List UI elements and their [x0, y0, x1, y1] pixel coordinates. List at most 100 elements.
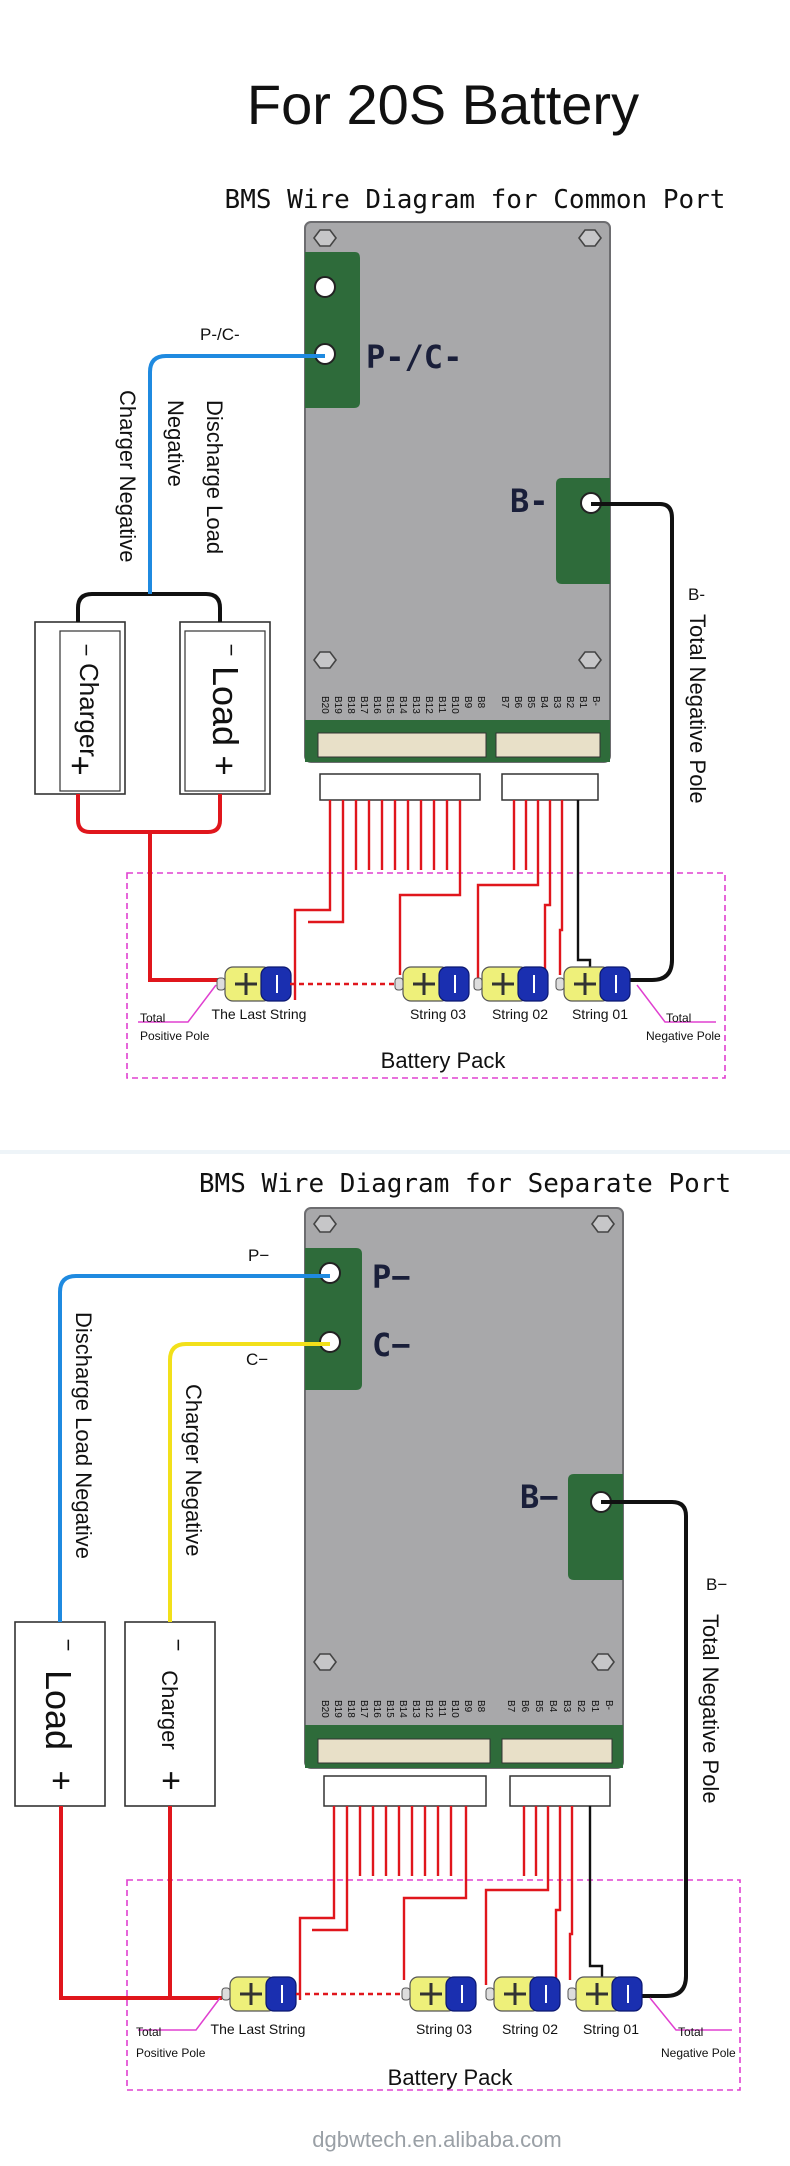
battery-cell [401, 1976, 477, 2012]
pin-label: B10 [449, 696, 460, 714]
pin-label: B9 [462, 1700, 473, 1713]
pin-label: B7 [499, 696, 510, 709]
pin-label: B7 [505, 1700, 516, 1713]
total-negative-pointer [636, 984, 716, 1023]
plug-left [319, 773, 481, 801]
total-pos-2-2: Positive Pole [136, 2046, 206, 2060]
pin-label: B6 [512, 696, 523, 709]
label-string-01-2: String 01 [583, 2021, 639, 2037]
separate-port-diagram: BMS Wire Diagram for Separate Port P− C−… [14, 1169, 741, 2091]
battery-cell [567, 1976, 643, 2012]
negative-join-wire [76, 592, 222, 622]
pin-label: B15 [384, 696, 395, 714]
connector-left [317, 732, 487, 758]
load-label: Load [205, 666, 246, 746]
pin-label: B18 [345, 1700, 356, 1718]
load-inner [184, 630, 266, 792]
load-label-2: Load [38, 1670, 79, 1750]
load-plus-2: + [51, 1762, 71, 1800]
charger-minus: − [74, 644, 99, 657]
total-negative-pole-text-2: Total Negative Pole [698, 1614, 723, 1804]
mount-holes-2 [313, 1215, 615, 1671]
pin-label: B17 [358, 1700, 369, 1718]
load-plus: + [214, 747, 234, 785]
balance-wires-right [476, 800, 564, 980]
pin-label: B4 [538, 696, 549, 709]
common-heading: BMS Wire Diagram for Common Port [225, 185, 726, 215]
pin-label: B1 [589, 1700, 600, 1713]
discharge-load-negative-text: Discharge Load Negative [71, 1312, 96, 1559]
b-port-label-2: B− [520, 1478, 559, 1516]
section-divider [0, 1150, 790, 1154]
load-positive-wire [59, 1806, 222, 2000]
b-port-label: B- [510, 482, 549, 520]
plug-left-2 [323, 1775, 487, 1807]
pin-label: B3 [561, 1700, 572, 1713]
pin-label: B5 [525, 696, 536, 709]
total-neg-1-2: Total [678, 2025, 703, 2039]
pin-label: B4 [547, 1700, 558, 1713]
battery-pack-label: Battery Pack [381, 1048, 507, 1073]
pin-label: B11 [436, 696, 447, 713]
battery-cell [221, 1976, 297, 2012]
pin-label: B2 [564, 696, 575, 709]
pin-label: B12 [423, 1700, 434, 1718]
total-positive-pointer-2 [138, 1997, 221, 2031]
charger-negative-text-2: Charger Negative [181, 1384, 206, 1556]
connector-right [495, 732, 601, 758]
total-pos-2: Positive Pole [140, 1029, 210, 1043]
connector-left-2 [317, 1738, 491, 1764]
pin-label: B15 [384, 1700, 395, 1718]
b-minus-wire [591, 502, 674, 982]
label-last-string: The Last String [212, 1006, 307, 1022]
charger-plus: + [70, 747, 90, 785]
balance-wires-left-2 [298, 1806, 468, 2000]
pin-label: B1 [577, 696, 588, 709]
pin-label: B16 [371, 696, 382, 714]
discharge-load-text-1: Discharge Load [202, 400, 227, 554]
discharge-load-text-2: Negative [163, 400, 188, 487]
total-pos-1-2: Total [136, 2025, 161, 2039]
c-port-label: C− [372, 1326, 411, 1364]
b-wire-label-2: B− [706, 1575, 727, 1594]
charger-label: Charger [74, 663, 104, 757]
pin-label: B18 [345, 696, 356, 714]
pin-label: B3 [551, 696, 562, 709]
plug-right [501, 773, 599, 801]
pin-label: B12 [423, 696, 434, 714]
battery-cell [555, 966, 631, 1002]
pc-pad [305, 252, 360, 408]
pin-label: B- [603, 1700, 614, 1710]
charger-inner [59, 630, 121, 792]
balance-wires-left [293, 800, 462, 1000]
battery-cell [485, 1976, 561, 2012]
load-minus: − [219, 644, 244, 657]
label-string-02-2: String 02 [502, 2021, 558, 2037]
pin-label: B10 [449, 1700, 460, 1718]
pin-label: B20 [319, 696, 330, 714]
pc-blue-wire [148, 354, 325, 594]
pin-label: B- [590, 696, 601, 706]
total-positive-pointer [138, 984, 217, 1023]
pin-label: B8 [475, 696, 486, 709]
battery-cell [394, 966, 470, 1002]
b-minus-balance-wire [576, 800, 592, 975]
page-title: For 20S Battery [247, 73, 639, 136]
p-wire-label: P− [248, 1246, 269, 1265]
total-negative-pointer-2 [649, 1997, 732, 2031]
total-pos-1: Total [140, 1011, 165, 1025]
pin-label: B2 [575, 1700, 586, 1713]
pin-label: B6 [519, 1700, 530, 1713]
positive-join-wire [76, 794, 222, 834]
balance-wires-right-2 [484, 1806, 574, 1985]
b-pad-2 [568, 1474, 623, 1580]
pin-label: B11 [436, 1700, 447, 1717]
battery-pack-label-2: Battery Pack [388, 2065, 514, 2090]
b-minus-wire-2 [601, 1500, 688, 1998]
battery-cell [216, 966, 292, 1002]
